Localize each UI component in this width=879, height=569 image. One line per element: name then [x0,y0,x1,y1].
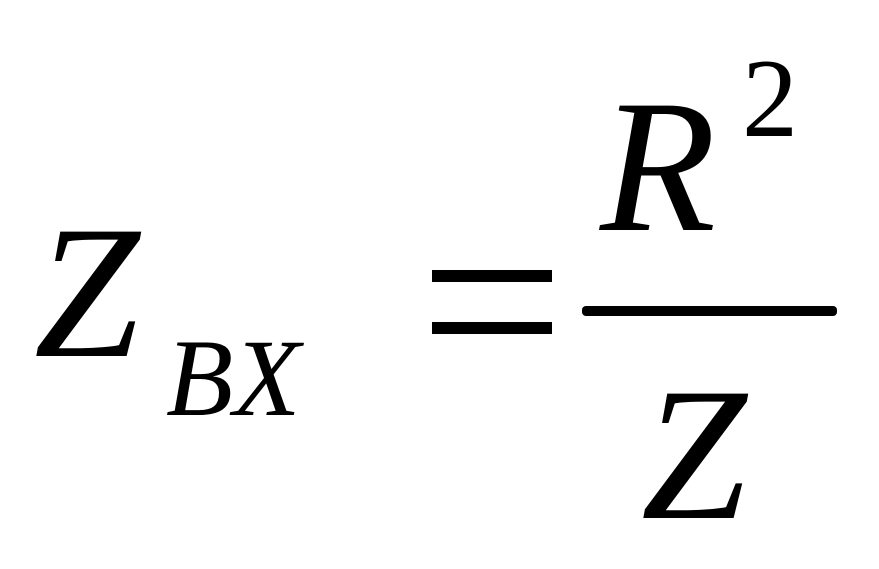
lhs-subscript: BX [166,317,301,439]
numerator-symbol: R [600,62,717,272]
numerator-exponent: 2 [742,37,798,161]
equals-sign-top-bar [432,270,552,282]
fraction-bar [582,306,837,316]
lhs-symbol: Z [34,188,140,398]
equals-sign [432,270,552,334]
denominator-symbol: Z [641,350,747,560]
equals-sign-bottom-bar [432,322,552,334]
